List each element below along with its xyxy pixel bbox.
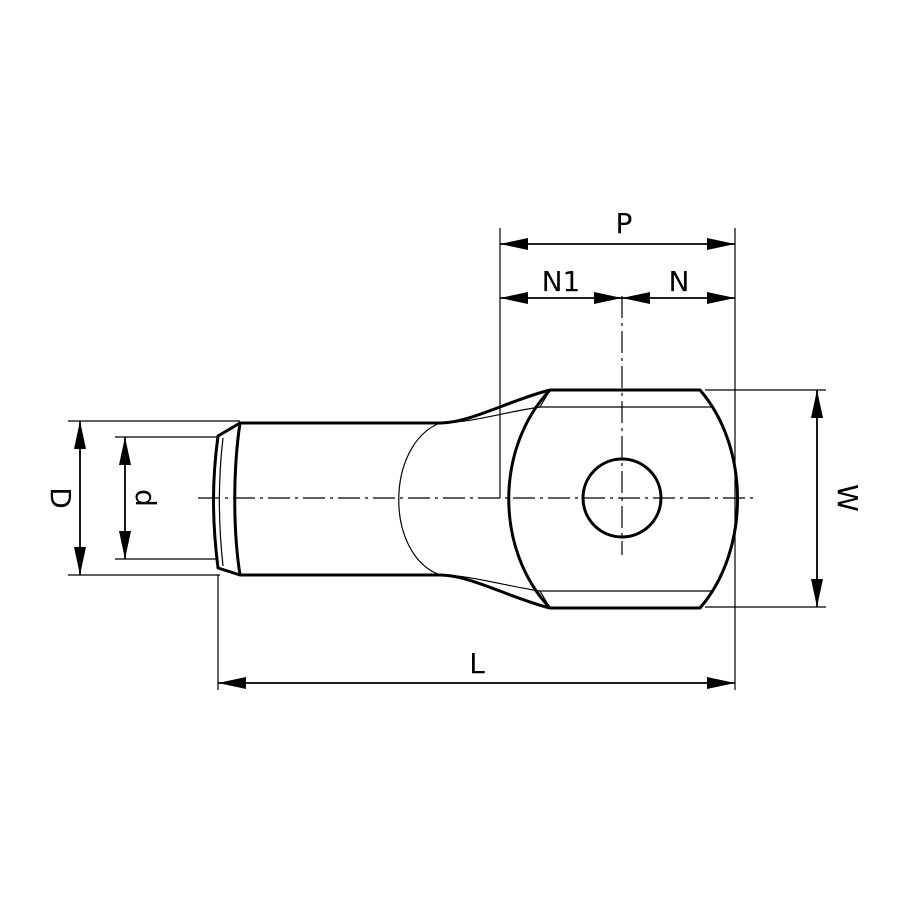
extension-lines [68,228,826,690]
palm-outline [507,388,739,610]
barrel-mouth-inner [218,437,224,567]
transition-lines [398,406,541,592]
dimension-L [218,677,735,689]
label-N: N [669,265,690,298]
label-P: P [616,207,633,240]
label-W: W [831,484,864,512]
dimension-N [622,292,735,304]
center-lines [198,296,758,555]
label-N1: N1 [542,265,581,298]
barrel-outline [240,388,551,610]
label-L: L [469,647,485,680]
barrel-mouth [212,421,242,577]
lug-body [212,388,739,610]
palm-flat-edges [538,389,712,609]
dimension-D [74,421,86,575]
dimension-d [119,437,131,559]
dimension-W [811,390,823,607]
dimension-N1 [500,292,622,304]
dimension-P [500,238,735,250]
label-d: d [129,489,162,507]
label-D: D [44,487,77,509]
